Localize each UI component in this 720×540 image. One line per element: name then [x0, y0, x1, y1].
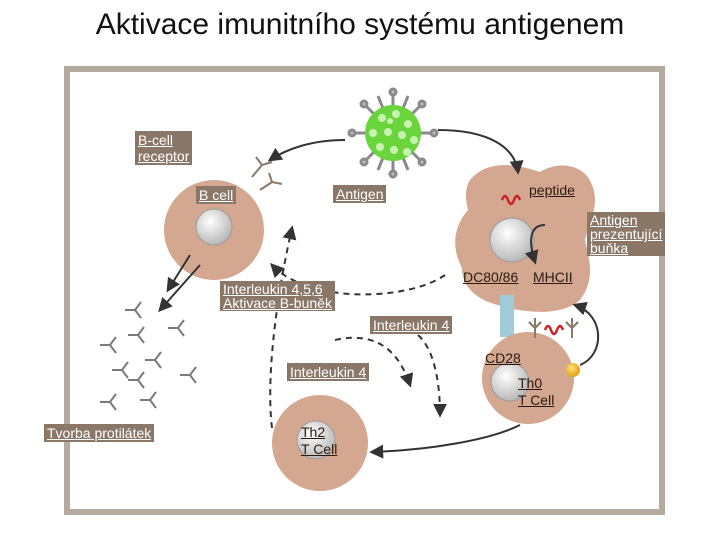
arrow-virus-to-apc: [437, 129, 524, 175]
interleukin-4-top-label: Interleukin 4: [370, 316, 453, 334]
arrow-virus-to-bcell: [267, 139, 346, 162]
dashed-arrow-il4-down: [417, 334, 447, 418]
apc-label: Antigen prezentující buňka: [587, 212, 666, 256]
interleukin-456-label: Interleukin 4,5,6 Aktivace B-buněk: [220, 281, 335, 311]
mhc-peptide-icon: [543, 324, 565, 336]
diagram-frame: [64, 66, 665, 515]
antibodies: [100, 301, 197, 411]
dashed-arrow-il4-to-th2: [334, 336, 414, 388]
antigen-label: Antigen: [333, 185, 387, 203]
dc-label: DC80/86: [463, 269, 519, 285]
mhc-receptor: [500, 295, 514, 337]
peptide-icon: [500, 194, 522, 206]
arrow-th0-loop: [572, 301, 600, 366]
b-cell-receptors: [251, 156, 283, 191]
interleukin-4-mid-label: Interleukin 4: [287, 363, 370, 381]
arrow-peptide-to-mhc: [524, 224, 546, 265]
arrow-bcell-to-antibodies-2: [158, 264, 201, 313]
th2-t-cell: [272, 395, 368, 491]
dashed-arrow-apc-to-bcell: [270, 262, 446, 296]
dashed-arrow-th2-to-bcell: [269, 225, 297, 429]
b-cell-label: B cell: [196, 186, 237, 204]
accessory-molecule: [566, 363, 580, 377]
antibody-production-label: Tvorba protilátek: [44, 424, 155, 442]
arrow-bcell-to-antibodies-1: [166, 254, 191, 293]
mhc-label: MHCII: [533, 269, 573, 285]
apc-nucleus: [489, 217, 535, 263]
peptide-label: peptide: [529, 182, 575, 198]
page-title: Aktivace imunitního systému antigenem: [95, 8, 625, 41]
th0-label: Th0 T Cell: [518, 375, 555, 408]
b-cell: [164, 156, 283, 280]
th0-t-cell: [482, 321, 579, 424]
arrow-th0-to-th2: [369, 424, 521, 459]
b-cell-receptor-label: B-cell receptor: [135, 131, 193, 165]
cd28-label: CD28: [485, 350, 521, 366]
th2-label: Th2 T Cell: [301, 424, 338, 457]
antigen-virus: [347, 87, 439, 179]
